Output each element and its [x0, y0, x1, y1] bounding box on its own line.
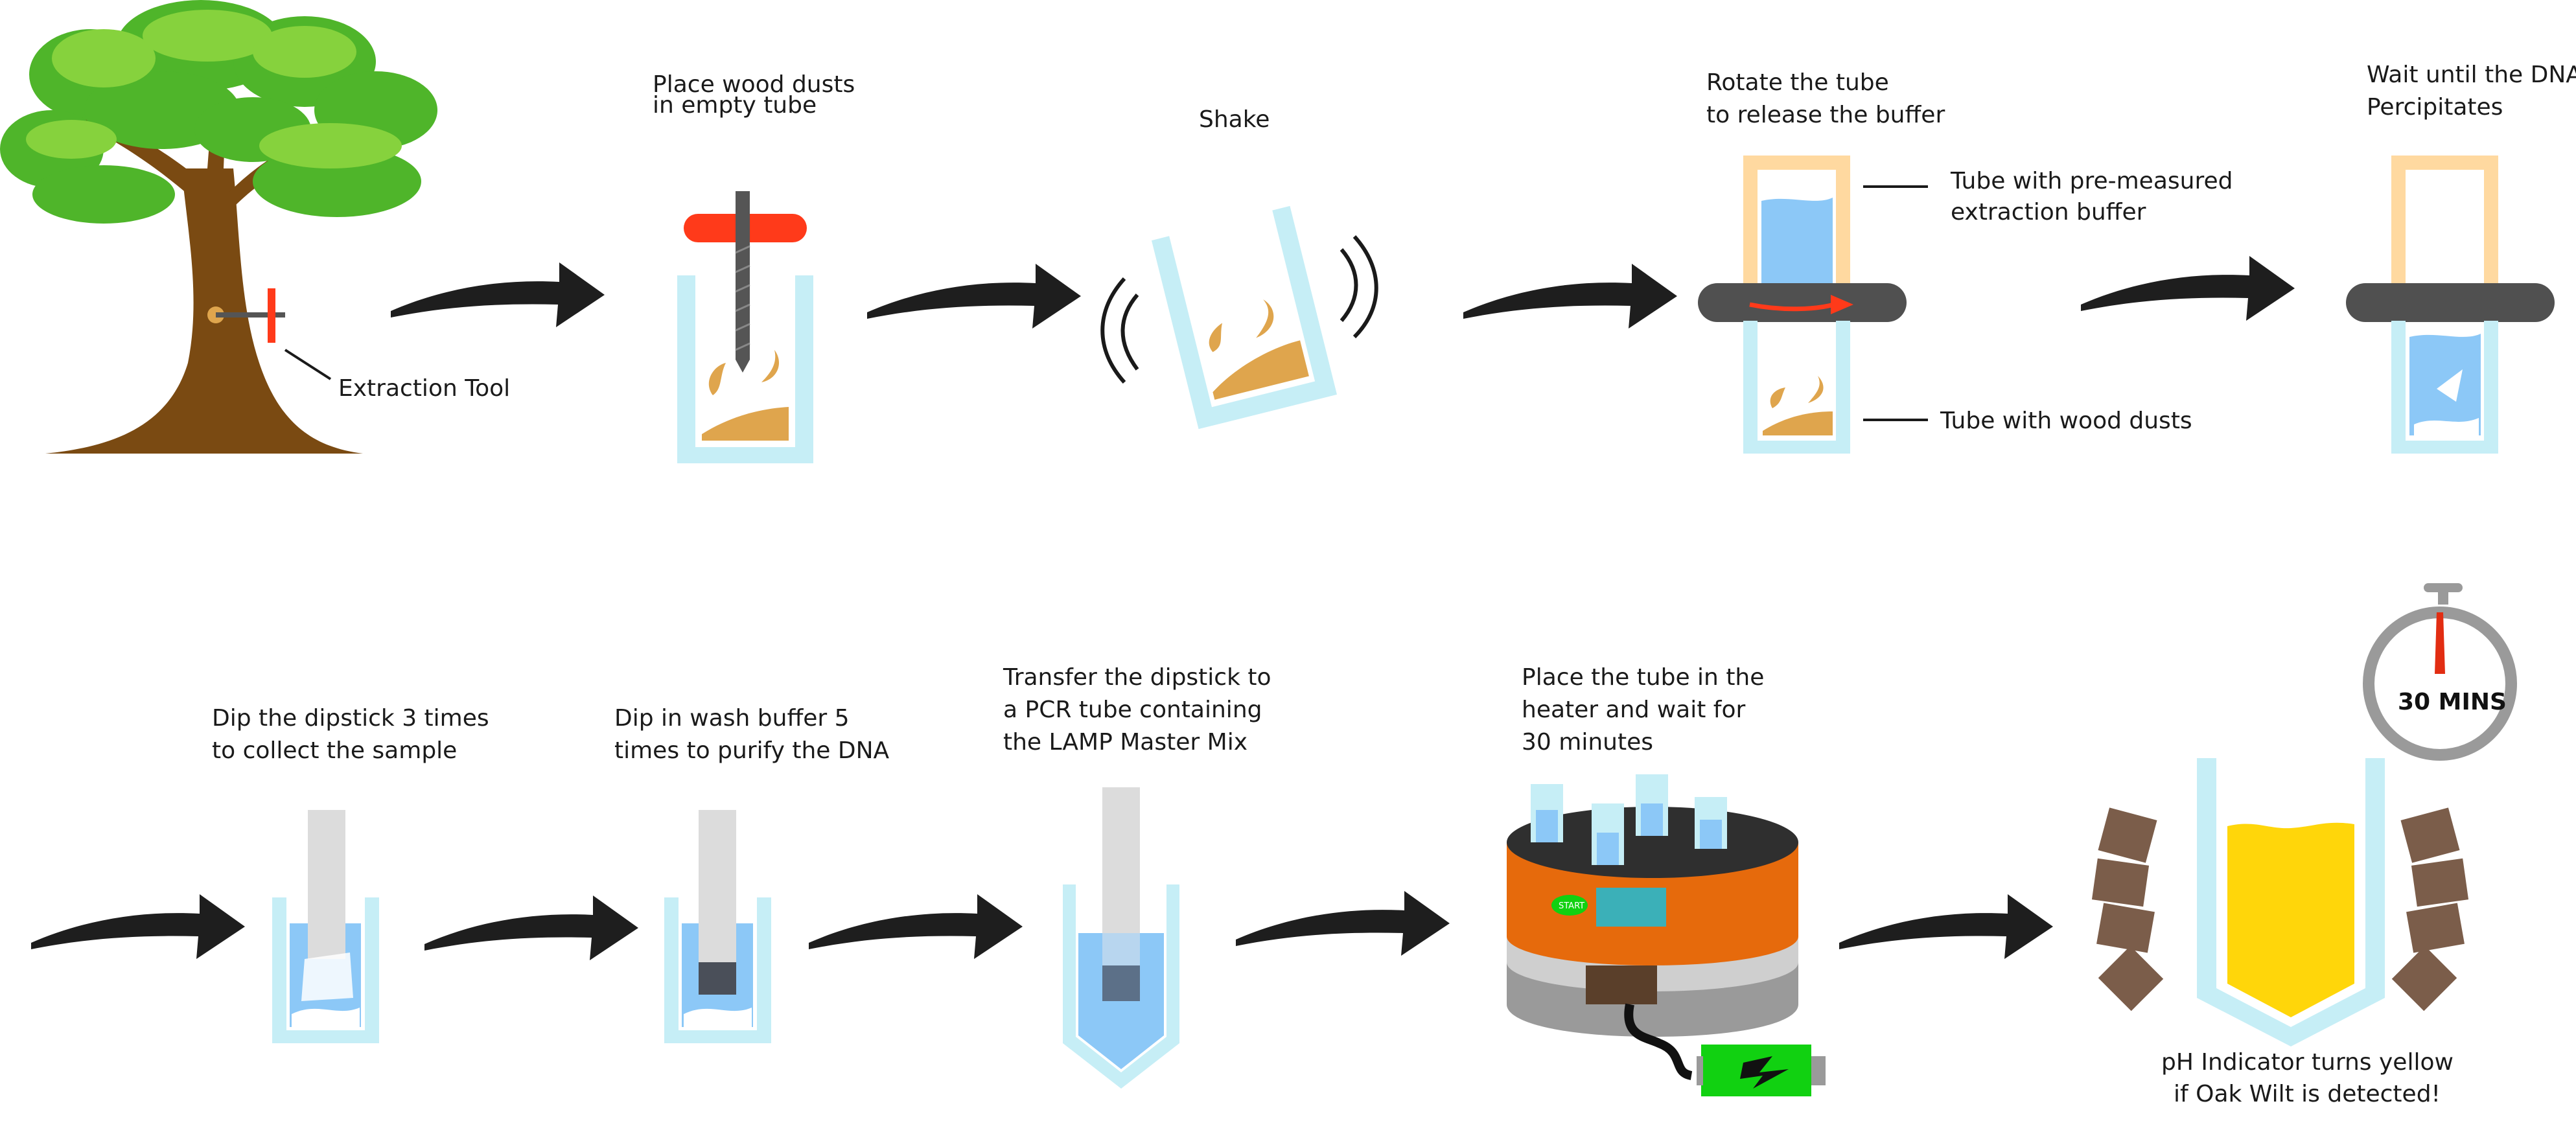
dust-tube-callout: Tube with wood dusts [1940, 408, 2192, 434]
step4-label-line1: Wait until the DNA [2367, 62, 2576, 88]
buffer-tube-callout-line2: extraction buffer [1951, 199, 2146, 225]
step8-label-line1: Place the tube in the [1522, 664, 1764, 691]
step7-label-line1: Transfer the dipstick to [1003, 664, 1271, 691]
step6-label-line2: times to purify the DNA [614, 737, 890, 764]
pcr-tube-illustration [1063, 787, 1179, 1089]
step3-label-line1: Rotate the tube [1706, 69, 1889, 96]
step7-label-line3: the LAMP Master Mix [1003, 729, 1247, 756]
tube-with-drill-illustration [677, 191, 813, 463]
arrow-right-4 [2081, 256, 2295, 321]
shake-motion-lines [1100, 235, 1378, 384]
step6-label-line1: Dip in wash buffer 5 [614, 705, 850, 732]
timer-label: 30 MINS [2398, 689, 2507, 715]
arrow-right-9 [1839, 894, 2053, 959]
oak-bark-chips-left [2091, 807, 2164, 1011]
heater-illustration: START [1507, 774, 1826, 1096]
step1-label-line1: Place wood dusts [653, 71, 855, 98]
step5-label-line2: to collect the sample [212, 737, 457, 764]
step1-label-line2: in empty tube [653, 92, 817, 119]
buffer-tube-callout-line1: Tube with pre-measured [1950, 168, 2233, 194]
arrow-right-5 [31, 894, 245, 959]
result-tube-illustration [2197, 758, 2385, 1046]
step5-label-line1: Dip the dipstick 3 times [212, 705, 489, 732]
step3-label-line2: to release the buffer [1706, 102, 1945, 128]
result-label-line2: if Oak Wilt is detected! [2174, 1081, 2441, 1107]
arrow-right-8 [1236, 891, 1450, 956]
arrow-right-6 [424, 895, 638, 960]
step8-label-line2: heater and wait for [1522, 697, 1745, 723]
wash-buffer-tube-illustration [664, 810, 771, 1043]
precipitating-tube-illustration [2346, 156, 2555, 454]
result-label-line1: pH Indicator turns yellow [2161, 1049, 2454, 1076]
arrow-right-7 [809, 894, 1023, 959]
arrow-right-1 [391, 262, 605, 327]
oak-bark-chips-right [2391, 807, 2469, 1011]
shaking-tube-illustration [1151, 205, 1338, 430]
stopwatch-icon: 30 MINS [2363, 583, 2517, 761]
arrow-right-3 [1463, 264, 1677, 329]
step8-label-line3: 30 minutes [1522, 729, 1653, 756]
step7-label-line2: a PCR tube containing [1003, 697, 1262, 723]
step4-label-line2: Percipitates [2367, 94, 2503, 121]
arrow-right-2 [867, 264, 1081, 329]
rotating-tube-illustration [1698, 156, 1928, 454]
oak-tree-illustration [0, 0, 437, 454]
dipstick-sample-tube-illustration [272, 810, 379, 1043]
extraction-tool-label: Extraction Tool [338, 375, 510, 402]
heater-start-button: START [1559, 901, 1584, 911]
step2-label: Shake [1199, 106, 1270, 133]
